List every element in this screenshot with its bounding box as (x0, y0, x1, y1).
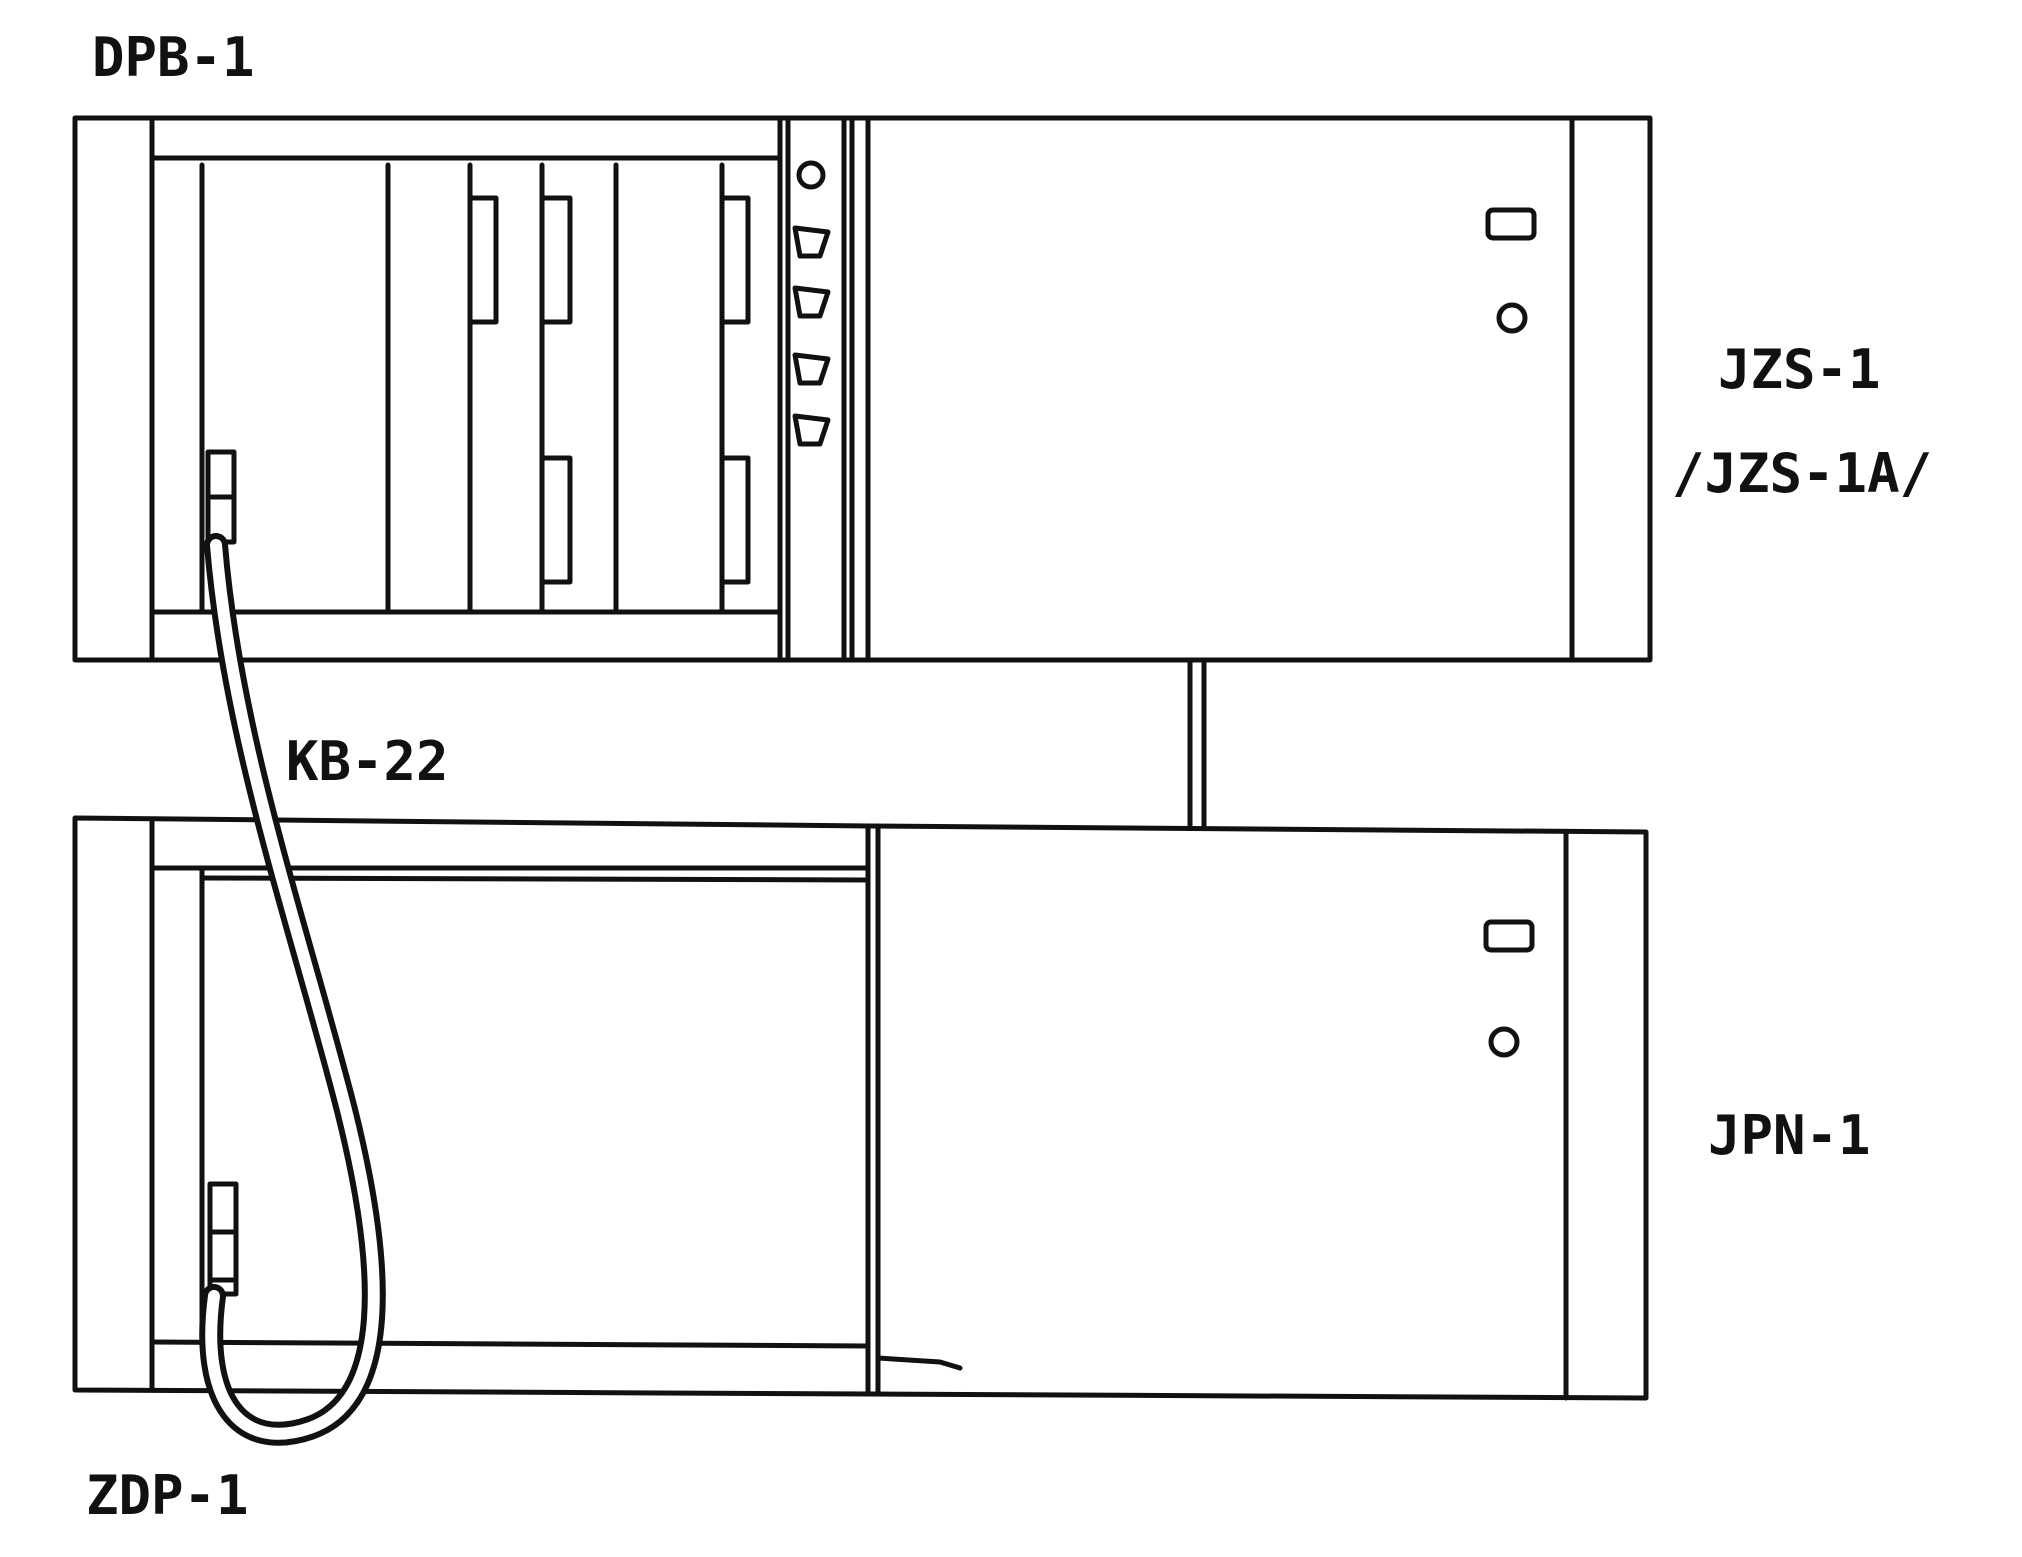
card-connector (467, 195, 499, 325)
top-rack-outline (72, 115, 1653, 663)
jzs1-panel (1485, 115, 1575, 663)
indicator-lamp-icon (792, 225, 831, 259)
card-connector (539, 455, 573, 585)
indicator-strip (785, 115, 871, 663)
card-connector (539, 195, 573, 325)
power-led-icon (1496, 302, 1528, 334)
power-switch-icon (1483, 919, 1535, 953)
bottom-rack-outline (72, 815, 1649, 1401)
card-connector (719, 455, 751, 585)
card-connector (719, 195, 751, 325)
indicator-lamp-icon (792, 285, 831, 319)
rack-link (1187, 657, 1207, 829)
label-zdp1: ZDP-1 (86, 1464, 249, 1527)
indicator-led-icon (796, 160, 826, 190)
label-jzs1: JZS-1 (1718, 338, 1881, 401)
label-dpb1: DPB-1 (92, 26, 255, 89)
bottom-rack (72, 815, 1649, 1401)
bottom-rack-upper-rail (199, 875, 871, 883)
indicator-lamp-icon (792, 413, 831, 447)
kb22-cable (199, 533, 386, 1446)
dpb1-card-cage (199, 115, 783, 663)
jpn1-panel (1483, 829, 1569, 1401)
indicator-lamp-icon (792, 352, 831, 386)
label-kb22: KB-22 (286, 730, 449, 793)
panel-scuff (875, 1355, 963, 1371)
top-rack (72, 115, 1653, 663)
bottom-rack-lower-rail (149, 1339, 871, 1349)
labels: DPB-1 JZS-1 /JZS-1A/ KB-22 JPN-1 ZDP-1 (86, 26, 1932, 1527)
power-led-icon (1488, 1026, 1520, 1058)
label-jpn1: JPN-1 (1708, 1104, 1871, 1167)
label-jzs1a: /JZS-1A/ (1672, 442, 1932, 505)
cable-inner (205, 539, 380, 1440)
power-switch-icon (1485, 207, 1537, 241)
